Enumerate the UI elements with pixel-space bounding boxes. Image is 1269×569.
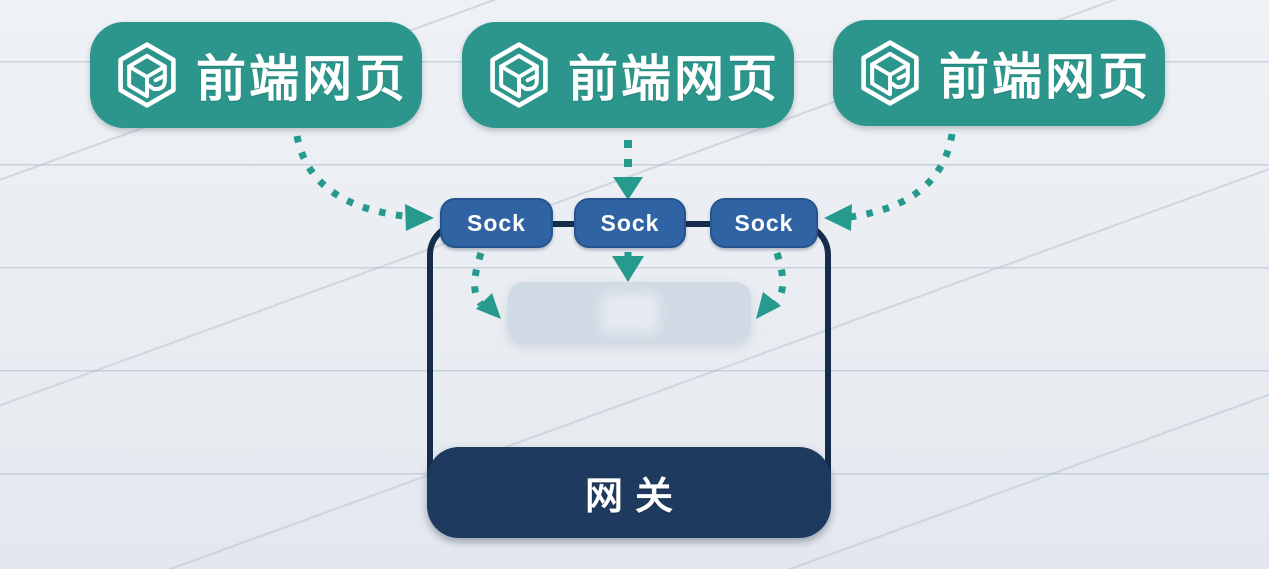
frontend-box-3: 前端网页 [833,20,1165,126]
gateway-label: 网关 [584,476,685,518]
sock-node-label: Sock [734,209,794,236]
sock-node-2: Sock [574,198,686,248]
arrowhead-into-sock3 [824,204,852,231]
sock-node-label: Sock [467,209,526,236]
gateway-bar: 网关 [427,447,831,538]
frontend-box-label: 前端网页 [196,51,408,107]
ghost-glyph-smudge [600,292,659,333]
sock-node-label: Sock [600,209,660,236]
frontend-box-label: 前端网页 [568,51,780,107]
cube-logo-icon [118,42,176,108]
cube-logo-icon [490,42,548,108]
frontend-box-2: 前端网页 [462,22,794,128]
arrowhead-into-sock2 [613,177,643,200]
ghost-box [508,282,751,343]
arrowhead-into-sock1 [405,204,434,231]
sock-node-1: Sock [440,198,553,248]
dotted-arrow-frontend3-to-sock3 [849,133,956,221]
frontend-box-label: 前端网页 [939,49,1151,105]
sock-node-3: Sock [710,198,818,248]
dotted-arrow-frontend1-to-sock1 [293,135,405,220]
frontend-box-1: 前端网页 [90,22,422,128]
cube-logo-icon [861,40,919,106]
